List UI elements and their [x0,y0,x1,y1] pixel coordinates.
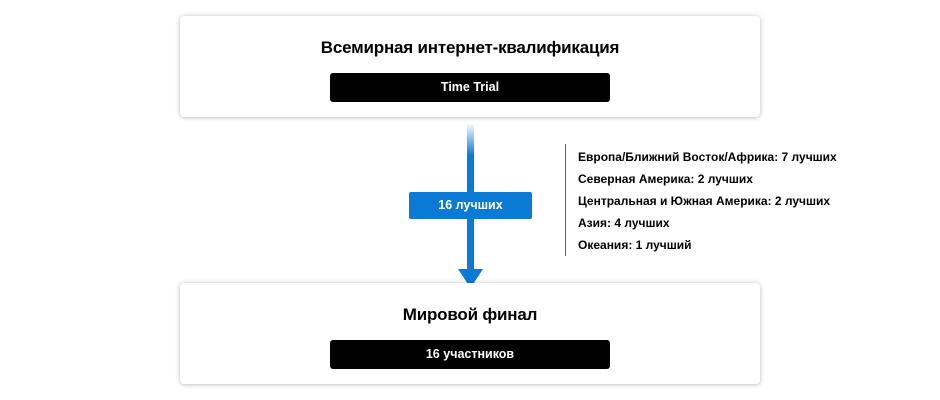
region-item-oceania: Океания: 1 лучший [578,238,692,252]
region-allocation-list: Европа/Ближний Восток/Африка: 7 лучших С… [565,144,837,256]
advance-count-badge: 16 лучших [409,192,532,219]
final-stage-card: Мировой финал 16 участников [180,283,760,384]
region-item-emea: Европа/Ближний Восток/Африка: 7 лучших [578,150,837,164]
region-item-asia: Азия: 4 лучших [578,216,670,230]
region-item-latin-america: Центральная и Южная Америка: 2 лучших [578,194,831,208]
region-item-north-america: Северная Америка: 2 лучших [578,172,753,186]
qualifier-stage-title: Всемирная интернет-квалификация [320,38,620,57]
qualifier-stage-card: Всемирная интернет-квалификация Time Tri… [180,16,760,117]
final-stage-title: Мировой финал [402,305,538,324]
qualifier-format-label: Time Trial [330,73,610,102]
final-participants-label: 16 участников [330,340,610,369]
